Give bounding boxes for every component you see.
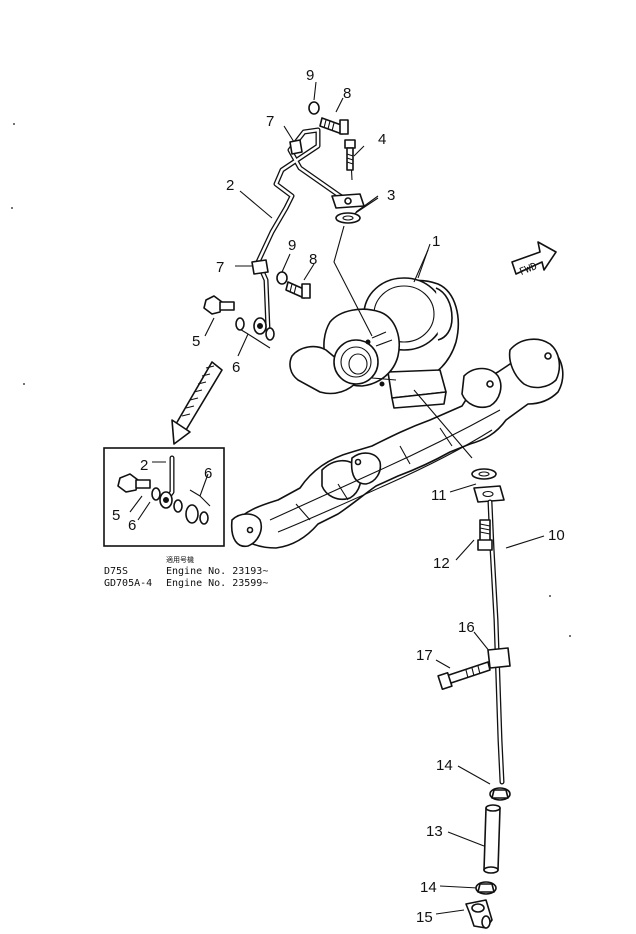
leader-4b bbox=[353, 145, 365, 157]
bolt-17 bbox=[437, 661, 491, 691]
leader-11-to-turbo bbox=[413, 389, 473, 459]
view-arrow bbox=[171, 361, 223, 445]
hose-clamp-14-lower bbox=[475, 881, 497, 895]
inset-box bbox=[103, 447, 225, 547]
note-model-1: D75S bbox=[104, 566, 128, 577]
leader-2 bbox=[239, 190, 273, 219]
leader-12 bbox=[455, 539, 475, 561]
bolt-8-upper bbox=[319, 117, 349, 135]
callout-1: 1 bbox=[432, 233, 440, 250]
leader-7-upper bbox=[283, 125, 295, 143]
clamp-16 bbox=[487, 647, 511, 669]
eye-bolt-5 bbox=[203, 295, 235, 315]
leader-9-lower bbox=[281, 253, 291, 273]
leader-16 bbox=[473, 631, 491, 653]
elbow-15 bbox=[465, 899, 493, 929]
washer-9-lower bbox=[276, 271, 288, 285]
turbocharger bbox=[289, 277, 460, 409]
callout-7-lower: 7 bbox=[216, 259, 224, 276]
leader-11 bbox=[449, 483, 477, 493]
exhaust-manifold bbox=[230, 338, 564, 549]
callout-10: 10 bbox=[548, 527, 565, 544]
inset-callout-5: 5 bbox=[112, 507, 120, 524]
note-engine-1: Engine No. 23193~ bbox=[166, 566, 268, 577]
gasket-11 bbox=[471, 468, 497, 480]
fwd-arrow bbox=[511, 241, 557, 275]
callout-14-lower: 14 bbox=[420, 879, 437, 896]
note-model-2: GD705A-4 bbox=[104, 578, 152, 589]
callout-8-upper: 8 bbox=[343, 85, 351, 102]
clamp-7-upper bbox=[289, 139, 303, 155]
gasket-6-upper-a bbox=[235, 317, 245, 331]
clamp-7-lower bbox=[251, 259, 269, 275]
gasket-6-upper-b bbox=[265, 327, 275, 341]
callout-9-lower: 9 bbox=[288, 237, 296, 254]
callout-2: 2 bbox=[226, 177, 234, 194]
washer-9-upper bbox=[308, 101, 320, 115]
leader-15 bbox=[435, 909, 465, 915]
leader-6 bbox=[237, 327, 271, 357]
bolt-12 bbox=[477, 519, 493, 551]
leader-10 bbox=[505, 535, 545, 549]
leader-1b bbox=[417, 243, 431, 279]
callout-3: 3 bbox=[387, 187, 395, 204]
oil-inlet-tube bbox=[253, 127, 365, 335]
leader-17 bbox=[435, 659, 451, 669]
callout-6: 6 bbox=[232, 359, 240, 376]
leader-3-to-turbo bbox=[333, 225, 373, 337]
leader-5 bbox=[204, 317, 215, 337]
callout-8-lower: 8 bbox=[309, 251, 317, 268]
callout-11: 11 bbox=[431, 487, 447, 504]
callout-9-upper: 9 bbox=[306, 67, 314, 84]
leader-8-lower bbox=[303, 263, 315, 281]
callout-16: 16 bbox=[458, 619, 475, 636]
leader-13 bbox=[447, 831, 485, 847]
callout-13: 13 bbox=[426, 823, 443, 840]
leader-14-upper bbox=[457, 765, 491, 785]
hose-13 bbox=[483, 804, 501, 874]
callout-12: 12 bbox=[433, 555, 450, 572]
callout-14-upper: 14 bbox=[436, 757, 453, 774]
callout-5: 5 bbox=[192, 333, 200, 350]
leader-9-upper bbox=[313, 81, 317, 101]
leader-3b bbox=[355, 195, 379, 213]
scan-specks bbox=[11, 123, 571, 637]
callout-7-upper: 7 bbox=[266, 113, 274, 130]
inset-callout-6-left: 6 bbox=[128, 517, 136, 534]
inset-callout-2: 2 bbox=[140, 457, 148, 474]
hose-clamp-14-upper bbox=[489, 787, 511, 801]
callout-17: 17 bbox=[416, 647, 433, 664]
inset-callout-6-right: 6 bbox=[204, 465, 212, 482]
leader-lines bbox=[204, 81, 545, 915]
bolt-4 bbox=[344, 139, 356, 171]
leader-8-upper bbox=[335, 97, 344, 113]
note-engine-2: Engine No. 23599~ bbox=[166, 578, 268, 589]
callout-4: 4 bbox=[378, 131, 386, 148]
bolt-8-lower bbox=[285, 281, 311, 299]
applicability-heading: 適用号機 bbox=[166, 555, 194, 564]
gasket-3 bbox=[335, 212, 361, 224]
callout-15: 15 bbox=[416, 909, 433, 926]
leader-3 bbox=[353, 197, 379, 215]
callout-labels: 1 2 3 4 5 6 7 7 8 8 9 9 10 11 12 13 14 1… bbox=[104, 67, 565, 926]
leader-14-lower bbox=[439, 885, 479, 889]
